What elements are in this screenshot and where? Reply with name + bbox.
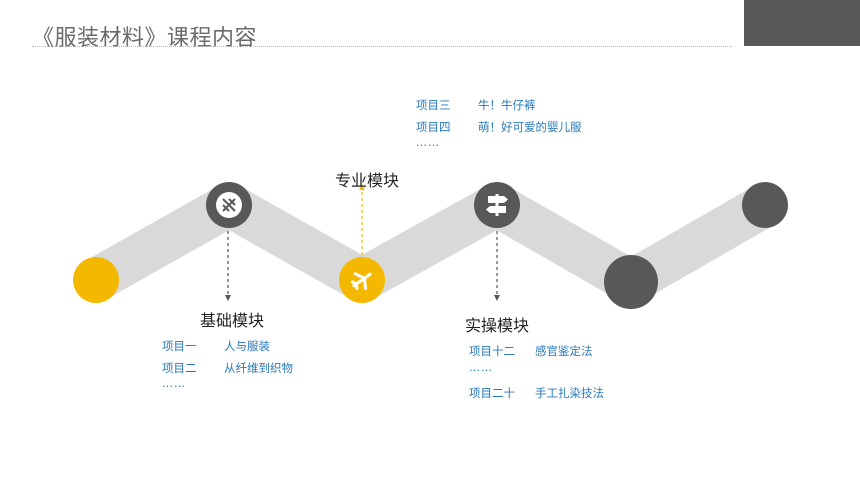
item-code: 项目二十 [469, 386, 515, 400]
module-label-practical: 实操模块 [465, 316, 530, 335]
module-label-professional: 专业模块 [335, 171, 400, 190]
title-divider [32, 46, 732, 47]
module-label-basic: 基础模块 [200, 311, 265, 330]
item-code: 项目三 [416, 98, 451, 112]
start-node [73, 257, 119, 303]
tennis-racket-icon [216, 192, 242, 218]
node-professional [339, 257, 385, 303]
node-basic [206, 182, 252, 228]
list-item: 项目二 从纤维到织物 [162, 360, 293, 376]
airplane-icon [350, 272, 372, 291]
item-code: 项目二 [162, 361, 197, 375]
list-item: 项目三 牛！牛仔裤 [416, 97, 536, 113]
item-name: 从纤维到织物 [224, 361, 293, 375]
item-name: 牛！牛仔裤 [478, 98, 536, 112]
signpost-icon [486, 194, 508, 216]
ellipsis: …… [416, 136, 440, 149]
node-dark-large [604, 255, 658, 309]
connector-basic-arrow [225, 295, 231, 301]
item-name: 人与服装 [224, 339, 270, 353]
list-item: 项目四 萌！好可爱的婴儿服 [416, 119, 582, 135]
list-item: 项目二十 手工扎染技法 [469, 385, 604, 401]
item-code: 项目一 [162, 339, 197, 353]
list-item: 项目一 人与服装 [162, 338, 270, 354]
item-code: 项目十二 [469, 344, 515, 358]
end-node [742, 182, 788, 228]
ellipsis: …… [469, 361, 493, 374]
node-practical [474, 182, 520, 228]
list-item: 项目十二 感官鉴定法 [469, 343, 593, 359]
item-name: 手工扎染技法 [535, 386, 604, 400]
corner-decoration [744, 0, 860, 46]
item-name: 萌！好可爱的婴儿服 [478, 120, 582, 134]
connector-professional-arrow [359, 184, 365, 190]
item-code: 项目四 [416, 120, 451, 134]
zigzag-track [74, 183, 787, 304]
item-name: 感官鉴定法 [535, 344, 593, 358]
connector-practical-arrow [494, 295, 500, 301]
ellipsis: …… [162, 377, 186, 390]
